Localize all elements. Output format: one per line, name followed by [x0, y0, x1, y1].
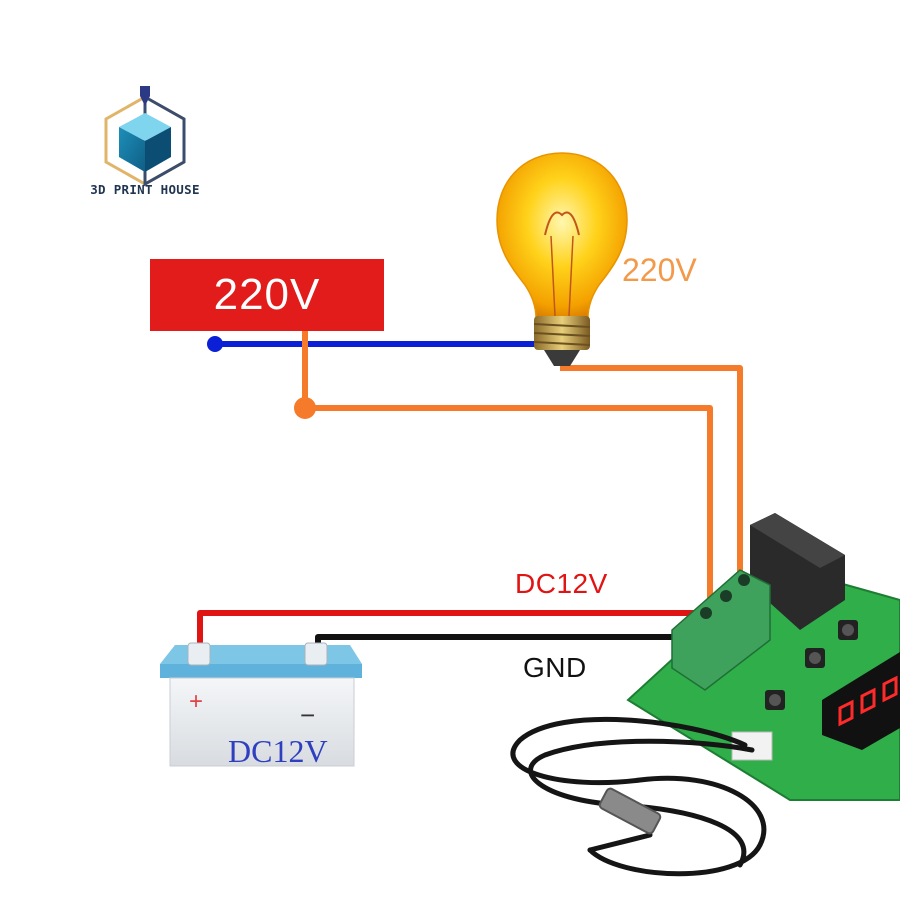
battery-voltage-label: DC12V	[228, 733, 328, 769]
dc-positive-wire-label: DC12V	[515, 568, 608, 599]
mains-source-label: 220V	[150, 259, 384, 331]
ground-wire-label: GND	[523, 652, 587, 683]
ground-wire	[315, 634, 684, 673]
brand-logo-text: 3D PRINT HOUSE	[90, 182, 200, 197]
temperature-controller-board-icon	[626, 513, 900, 801]
neutral-wire	[207, 336, 540, 352]
lamp-voltage-label: 220V	[622, 252, 697, 288]
battery-positive-sign: +	[189, 688, 204, 715]
live-wire-junction	[294, 397, 316, 419]
light-bulb-icon	[496, 152, 628, 366]
cube-printer-logo-icon	[104, 86, 186, 187]
car-battery-icon	[160, 642, 362, 767]
live-wire	[302, 331, 743, 600]
temperature-probe-icon	[510, 716, 767, 877]
battery-negative-sign: −	[300, 700, 316, 730]
